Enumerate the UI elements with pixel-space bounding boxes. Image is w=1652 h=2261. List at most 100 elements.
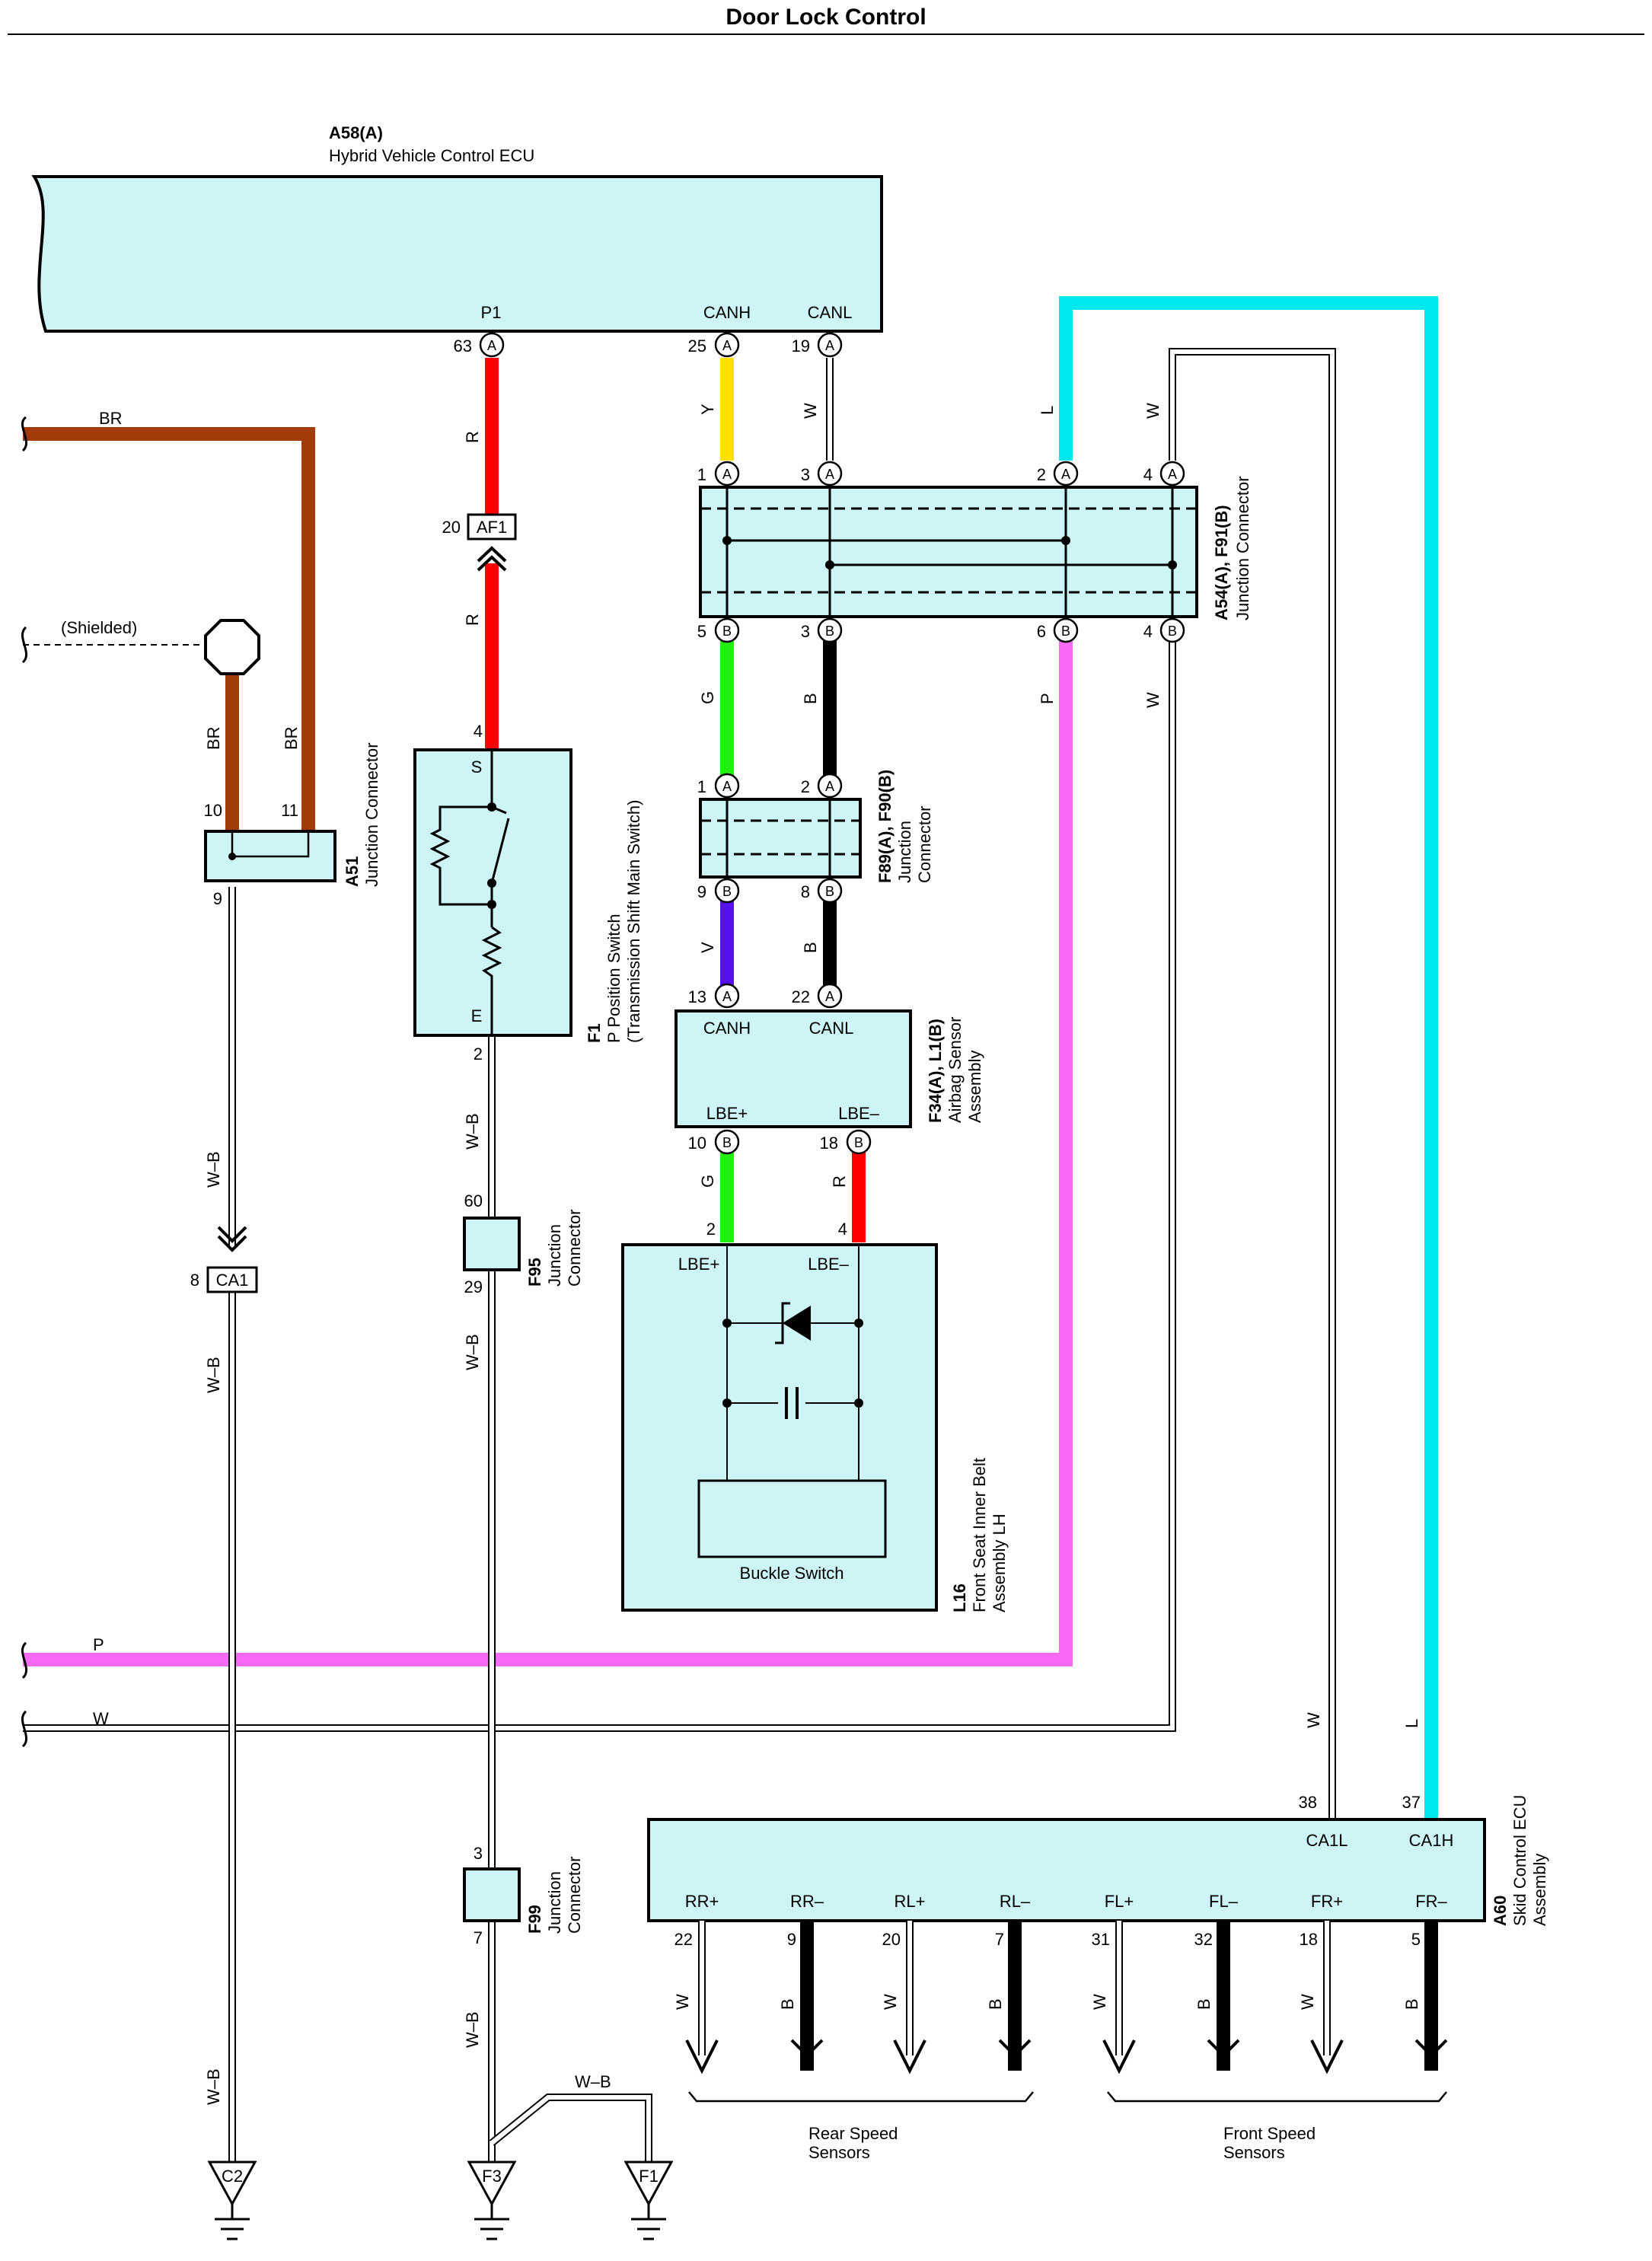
ground-f3: F3 xyxy=(467,2161,517,2240)
pin-num-f1-2: 2 xyxy=(474,1044,483,1064)
label-br-top: BR xyxy=(99,409,123,428)
skid-fl-plus: FL+ xyxy=(1105,1892,1134,1911)
label-w-fl: W xyxy=(1090,1994,1109,2010)
label-l-2: L xyxy=(1402,1719,1421,1728)
pin-num-f90-9: 9 xyxy=(697,882,706,901)
pin-num-a60-7: 7 xyxy=(995,1930,1004,1949)
pin-num-f1-4: 4 xyxy=(474,722,483,741)
skid-name1: Skid Control ECU xyxy=(1510,1795,1529,1926)
svg-text:A: A xyxy=(1061,467,1070,482)
skid-name2: Assembly xyxy=(1530,1854,1549,1926)
ecu-name: Hybrid Vehicle Control ECU xyxy=(329,146,534,165)
pin-num-f91-4: 4 xyxy=(1143,622,1153,641)
p-switch-name1: P Position Switch xyxy=(604,914,623,1043)
label-v: V xyxy=(698,942,717,953)
pin-num-a54-4: 4 xyxy=(1143,465,1153,484)
pin-f91-6: B xyxy=(1053,617,1079,643)
pin-num-a60-32: 32 xyxy=(1194,1930,1213,1949)
junction-a54-f91: A54(A), F91(B) Junction Connector xyxy=(699,476,1252,620)
hybrid-ecu: A58(A) Hybrid Vehicle Control ECU P1 CAN… xyxy=(31,123,883,333)
junction-f89-name2: Connector xyxy=(915,805,934,883)
pin-num-f89-2: 2 xyxy=(801,777,810,796)
airbag-name1: Airbag Sensor xyxy=(946,1017,965,1123)
skid-rl-plus: RL+ xyxy=(895,1892,926,1911)
ground-c2: C2 xyxy=(207,2161,257,2240)
ground-f1-label: F1 xyxy=(639,2167,659,2186)
rear-sensors-bracket xyxy=(688,2091,1034,2103)
svg-text:B: B xyxy=(1168,623,1177,639)
skid-rr-minus: RR– xyxy=(790,1892,824,1911)
junction-f95: F95 Junction Connector xyxy=(463,1209,584,1287)
pin-num-f91-6: 6 xyxy=(1037,622,1046,641)
pin-num-a54-3: 3 xyxy=(801,465,810,484)
rear-sensors-line1: Rear Speed xyxy=(808,2124,898,2143)
pin-num-af1-20: 20 xyxy=(442,518,461,537)
label-b-rl: B xyxy=(986,1998,1005,2010)
p-switch-name2: (Transmission Shift Main Switch) xyxy=(624,800,643,1043)
svg-text:A: A xyxy=(825,338,834,353)
pin-num-a54-1: 1 xyxy=(697,465,706,484)
label-b-rr: B xyxy=(778,1998,797,2010)
skid-rl-minus: RL– xyxy=(1000,1892,1031,1911)
svg-text:B: B xyxy=(825,884,834,899)
junction-f89-name1: Junction xyxy=(895,821,914,883)
pin-a54-4: A xyxy=(1159,461,1185,486)
pin-num-f95-29: 29 xyxy=(464,1277,483,1296)
svg-text:B: B xyxy=(722,884,732,899)
airbag-canl: CANL xyxy=(809,1019,854,1038)
pin-num-f34-22: 22 xyxy=(792,987,810,1006)
pin-num-f99-3: 3 xyxy=(474,1844,483,1863)
svg-text:A: A xyxy=(722,467,732,482)
label-r-3: R xyxy=(830,1175,849,1188)
airbag-lbe-minus: LBE– xyxy=(838,1104,880,1123)
skid-ca1l: CA1L xyxy=(1306,1831,1347,1850)
connector-af1: AF1 xyxy=(467,513,517,572)
pin-num-63: 63 xyxy=(454,336,472,356)
junction-a54-name: Junction Connector xyxy=(1233,476,1252,620)
label-br-1: BR xyxy=(204,726,223,750)
label-y: Y xyxy=(698,403,717,415)
a51-name: Junction Connector xyxy=(362,742,381,887)
pin-num-f95-60: 60 xyxy=(464,1191,483,1210)
label-wb-2: W–B xyxy=(204,1357,223,1393)
junction-a51: A51 Junction Connector xyxy=(204,742,381,887)
pin-num-19: 19 xyxy=(792,336,810,356)
pin-f91-4: B xyxy=(1159,617,1185,643)
resistor-1 xyxy=(429,805,492,906)
ecu-canh-label: CANH xyxy=(703,303,751,322)
skid-id: A60 xyxy=(1491,1896,1510,1926)
svg-text:A: A xyxy=(487,338,496,353)
label-wb-3: W–B xyxy=(204,2068,223,2105)
p-switch-s: S xyxy=(471,757,483,777)
label-r-2: R xyxy=(463,614,482,626)
wire-wb-4 xyxy=(489,2094,652,2176)
ecu-p1-label: P1 xyxy=(481,303,502,322)
belt-name1: Front Seat Inner Belt xyxy=(970,1458,989,1612)
skid-ca1h: CA1H xyxy=(1409,1831,1454,1850)
belt-id: L16 xyxy=(950,1583,969,1612)
junction-f89-id: F89(A), F90(B) xyxy=(875,770,895,883)
p-position-switch: S E F1 P Position Switch (Transmission S… xyxy=(413,748,643,1043)
belt-lbe-minus: LBE– xyxy=(808,1255,850,1274)
pin-f89-2: A xyxy=(817,773,843,799)
pin-f89-1: A xyxy=(714,773,740,799)
airbag-canh: CANH xyxy=(703,1019,751,1038)
label-br-2: BR xyxy=(282,726,301,750)
label-p-2: P xyxy=(93,1635,104,1654)
f99-id: F99 xyxy=(525,1905,544,1934)
airbag-sensor-box xyxy=(675,1009,912,1128)
pin-num-a60-18: 18 xyxy=(1300,1930,1318,1949)
skid-rr-plus: RR+ xyxy=(685,1892,719,1911)
connector-ca1: CA1 xyxy=(206,1226,258,1293)
p-switch-id: F1 xyxy=(585,1023,604,1043)
pin-f90-9: B xyxy=(714,878,740,904)
pin-num-a60-20: 20 xyxy=(882,1930,901,1949)
wires xyxy=(23,296,1438,2176)
label-b-1: B xyxy=(801,693,820,704)
label-l-1: L xyxy=(1038,406,1057,415)
label-w-rl: W xyxy=(881,1994,900,2010)
skid-fr-minus: FR– xyxy=(1415,1892,1447,1911)
label-b-2: B xyxy=(801,942,820,953)
pin-a54-3: A xyxy=(817,461,843,486)
label-w-5: W xyxy=(1304,1712,1323,1728)
